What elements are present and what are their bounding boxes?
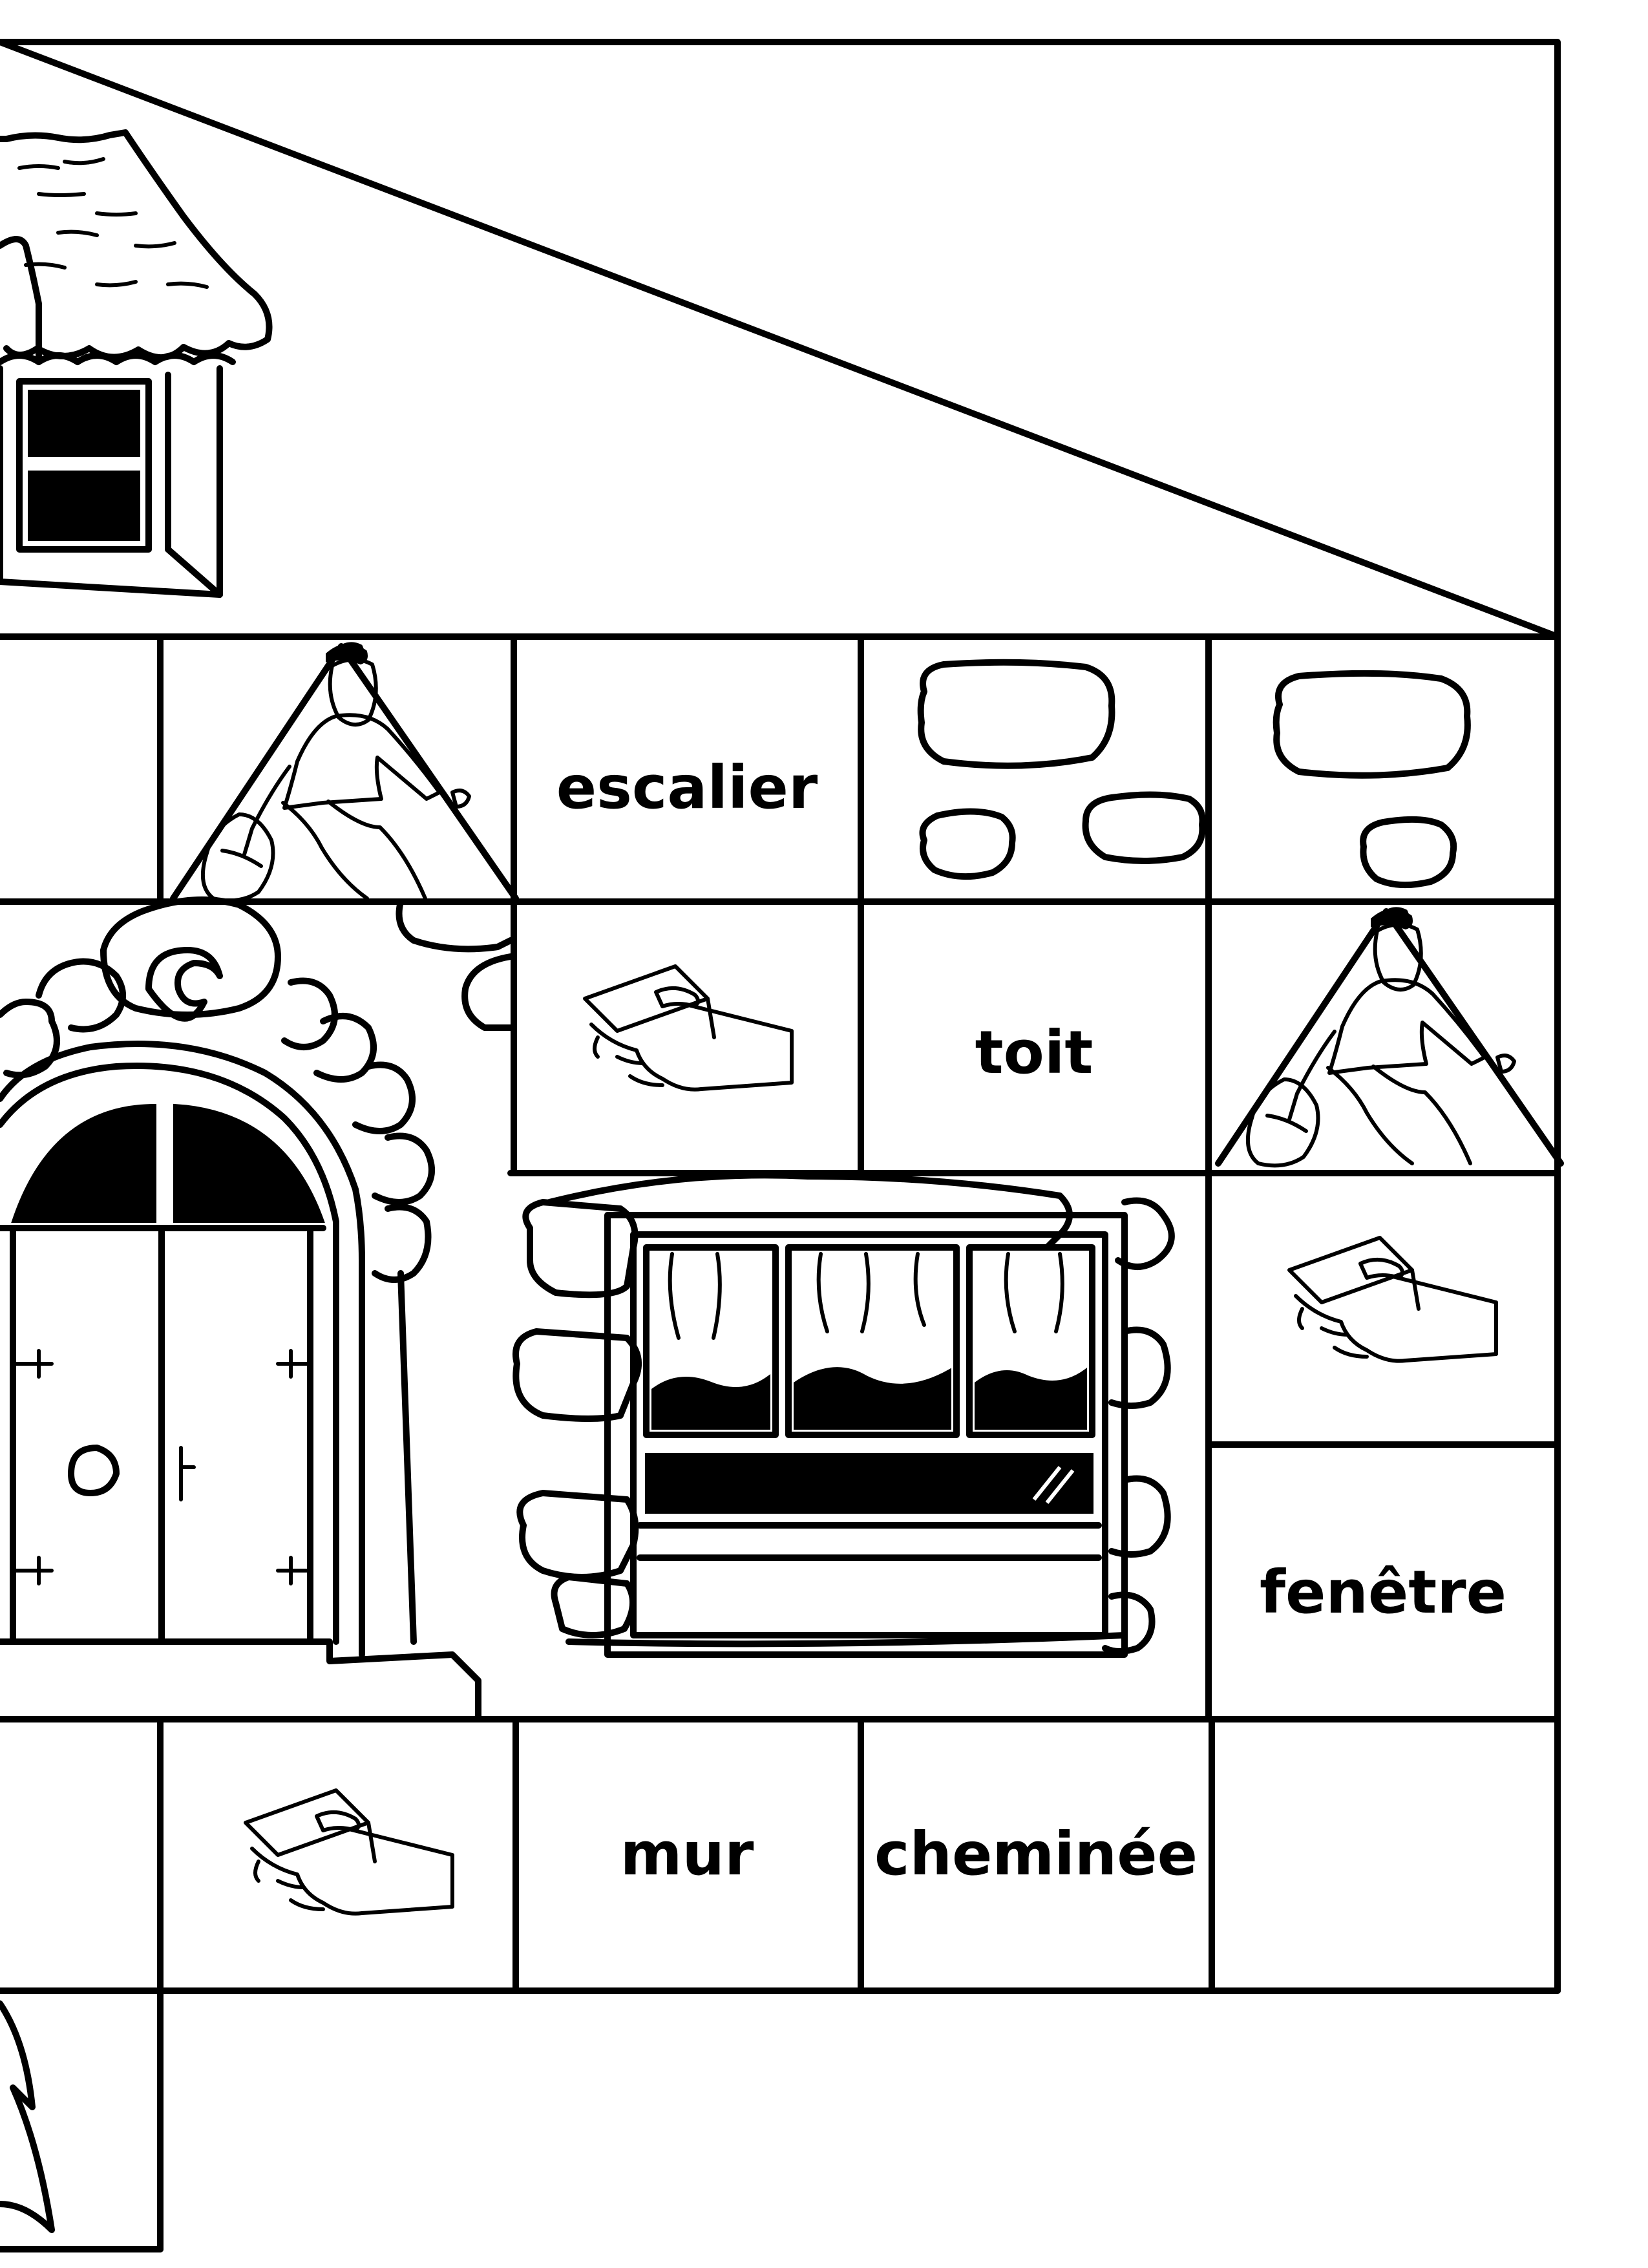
- hand-holding-card-icon: [246, 1790, 452, 1914]
- arched-door-icon: [0, 896, 514, 1722]
- window-icon: [512, 1172, 1175, 1658]
- house-roof-icon: [0, 129, 273, 598]
- tree-icon: [0, 2000, 55, 2233]
- hand-holding-card-icon: [585, 966, 792, 1090]
- word-card-cheminee: cheminée: [874, 1819, 1198, 1889]
- word-card-fenetre: fenêtre: [1260, 1558, 1506, 1627]
- word-card-escalier: escalier: [556, 753, 818, 822]
- word-card-mur: mur: [620, 1819, 754, 1889]
- hand-holding-card-icon: [1289, 1238, 1496, 1361]
- walking-man-with-bag-icon: [173, 644, 516, 900]
- stones-icon: [917, 659, 1471, 889]
- word-card-toit: toit: [975, 1018, 1093, 1087]
- walking-man-with-bag-icon: [1218, 909, 1561, 1165]
- grid-lines: [0, 39, 1561, 2252]
